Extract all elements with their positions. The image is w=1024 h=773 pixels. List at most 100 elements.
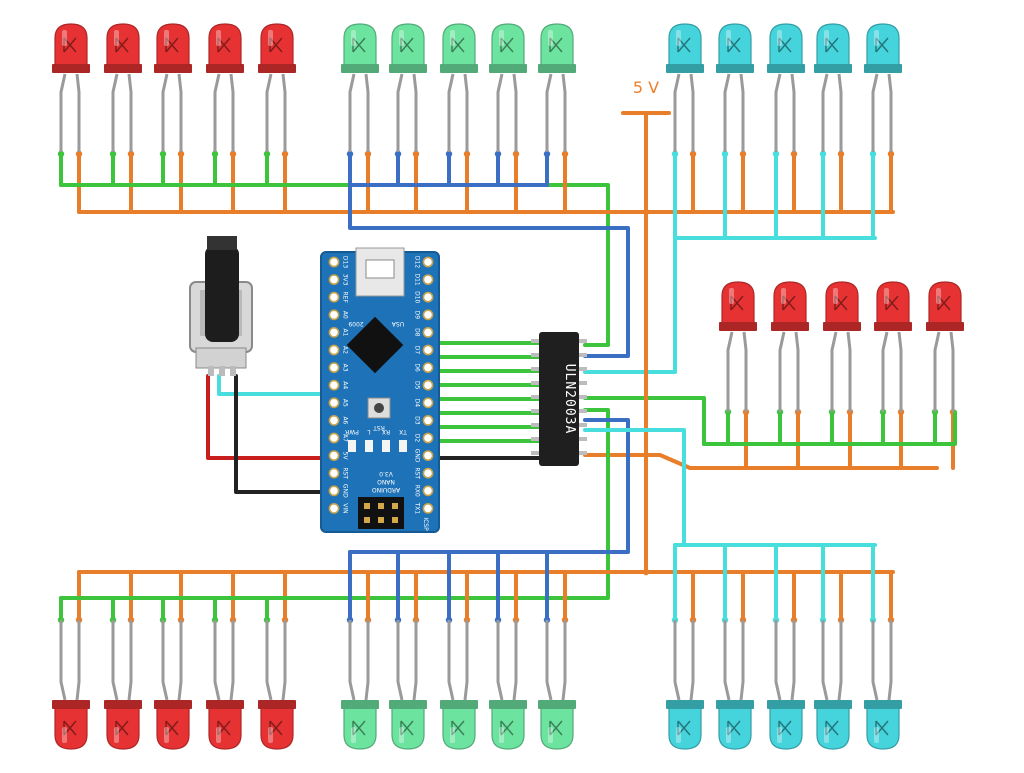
middle-right-led-5-leg-a (933, 331, 941, 412)
bottom-right-led-4 (814, 700, 852, 750)
bottom-middle-led-5 (538, 700, 576, 750)
top-left-led-2-leg-b (127, 73, 133, 152)
chip-body (539, 332, 579, 466)
top-left-led-3-shine (164, 30, 169, 46)
right-pin-label-10: D3 (414, 416, 421, 425)
bottom-middle-led-1-rim (341, 700, 379, 709)
chip-pin-right-1 (577, 339, 587, 343)
bottom-right-led-5-leg-b (887, 620, 893, 701)
right-pin-11 (422, 432, 434, 444)
chip-pin-left-4 (531, 381, 541, 385)
status-led-2 (365, 440, 373, 452)
top-left-led-3-die (165, 37, 179, 53)
top-middle-led-4-shine (499, 30, 504, 46)
chip-pins (531, 339, 587, 455)
tl-green-node-2 (109, 150, 117, 158)
pot-wiper-wire (217, 374, 336, 396)
tm-blue-node-5 (543, 150, 551, 158)
top-right-led-5-rim (864, 64, 902, 73)
right-pin-label-15: TX1 (414, 502, 421, 515)
bottom-left-led-2 (104, 700, 142, 750)
board-name-line-2: NANO (377, 478, 395, 485)
top-cyan-feed (583, 236, 677, 374)
bottom-left-led-2-leg-a (111, 620, 119, 701)
chip-pin-right-5 (577, 395, 587, 399)
middle-right-led-5-die (937, 295, 951, 311)
status-led-label-3: RX (382, 428, 390, 435)
top-left-led-2-shine (114, 30, 119, 46)
tm-orange-node-4 (512, 150, 520, 158)
top-right-led-1-leg-a (673, 73, 681, 152)
top-left-led-4-shine (216, 30, 221, 46)
top-left-led-1-leg-a (59, 73, 67, 152)
bottom-middle-led-5-die (549, 720, 563, 736)
chip-pin-left-9 (531, 451, 541, 455)
top-left-led-2-die (115, 37, 129, 53)
top-middle-led-2-leg-a (396, 73, 404, 152)
bottom-right-led-4-leg-b (837, 620, 843, 701)
right-pin-13 (422, 467, 434, 479)
bottom-left-led-4-leg-b (229, 620, 235, 701)
left-pin-11 (328, 432, 340, 444)
top-left-led-2 (104, 23, 142, 73)
tm-blue-node-4 (494, 150, 502, 158)
top-left-led-5-leg-b (281, 73, 287, 152)
right-pin-label-11: D2 (414, 434, 421, 443)
top-left-led-4-rim (206, 64, 244, 73)
top-right-led-5-leg-a (871, 73, 879, 152)
top-right-led-2-leg-b (739, 73, 745, 152)
board-rst-label: RST (373, 424, 385, 431)
right-pin-12 (422, 450, 434, 461)
middle-right-led-2-leg-b (794, 331, 800, 412)
status-led-label-2: L (367, 428, 371, 435)
icsp-pin-5 (378, 517, 384, 523)
top-left-led-5-rim (258, 64, 296, 73)
leds-layer (52, 23, 964, 750)
bottom-middle-led-4-shine (499, 727, 504, 743)
middle-right-led-2-die (782, 295, 796, 311)
right-pin-2 (422, 274, 434, 285)
top-right-led-5-shine (874, 30, 879, 46)
tl-orange-node-2 (127, 150, 135, 158)
middle-right-led-1-die (730, 295, 744, 311)
middle-right-led-1 (719, 281, 757, 331)
top-middle-led-1-leg-a (348, 73, 356, 152)
left-pin-8 (328, 379, 340, 391)
icsp-pin-1 (364, 503, 370, 509)
tr-orange-node-4 (837, 150, 845, 158)
chip-pin-right-8 (577, 437, 587, 441)
top-middle-led-5-die (549, 37, 563, 53)
board-icsp-label: ICSP (422, 517, 429, 531)
bottom-left-led-3-shine (164, 727, 169, 743)
tm-blue-node-2 (394, 150, 402, 158)
icsp-pin-2 (378, 503, 384, 509)
left-pin-label-2: 3V3 (342, 274, 349, 286)
middle-right-led-5 (926, 281, 964, 331)
left-pin-label-13: RST (342, 467, 349, 479)
top-middle-led-4 (489, 23, 527, 73)
bottom-right-led-5 (864, 700, 902, 750)
top-left-led-4 (206, 23, 244, 73)
middle-right-led-4-shine (884, 288, 889, 304)
right-pin-9 (422, 397, 434, 409)
tr-cyan-node-2 (721, 150, 729, 158)
bottom-left-led-3-rim (154, 700, 192, 709)
tl-orange-node-3 (177, 150, 185, 158)
left-pin-4 (328, 309, 340, 321)
chip-pin-right-7 (577, 423, 587, 427)
top-right-led-2-leg-a (723, 73, 731, 152)
chip-pin-right-3 (577, 367, 587, 371)
bottom-right-led-2-leg-b (739, 620, 745, 701)
bottom-middle-led-4-rim (489, 700, 527, 709)
tl-green-node-5 (263, 150, 271, 158)
top-right-led-4-leg-a (821, 73, 829, 152)
top-middle-led-5-leg-b (561, 73, 567, 152)
tl-green-node-1 (57, 150, 65, 158)
bottom-middle-led-5-leg-b (561, 620, 567, 701)
left-pin-10 (328, 414, 340, 426)
top-middle-led-4-leg-a (496, 73, 504, 152)
left-pin-13 (328, 467, 340, 479)
mid-orange-feed (583, 453, 692, 470)
